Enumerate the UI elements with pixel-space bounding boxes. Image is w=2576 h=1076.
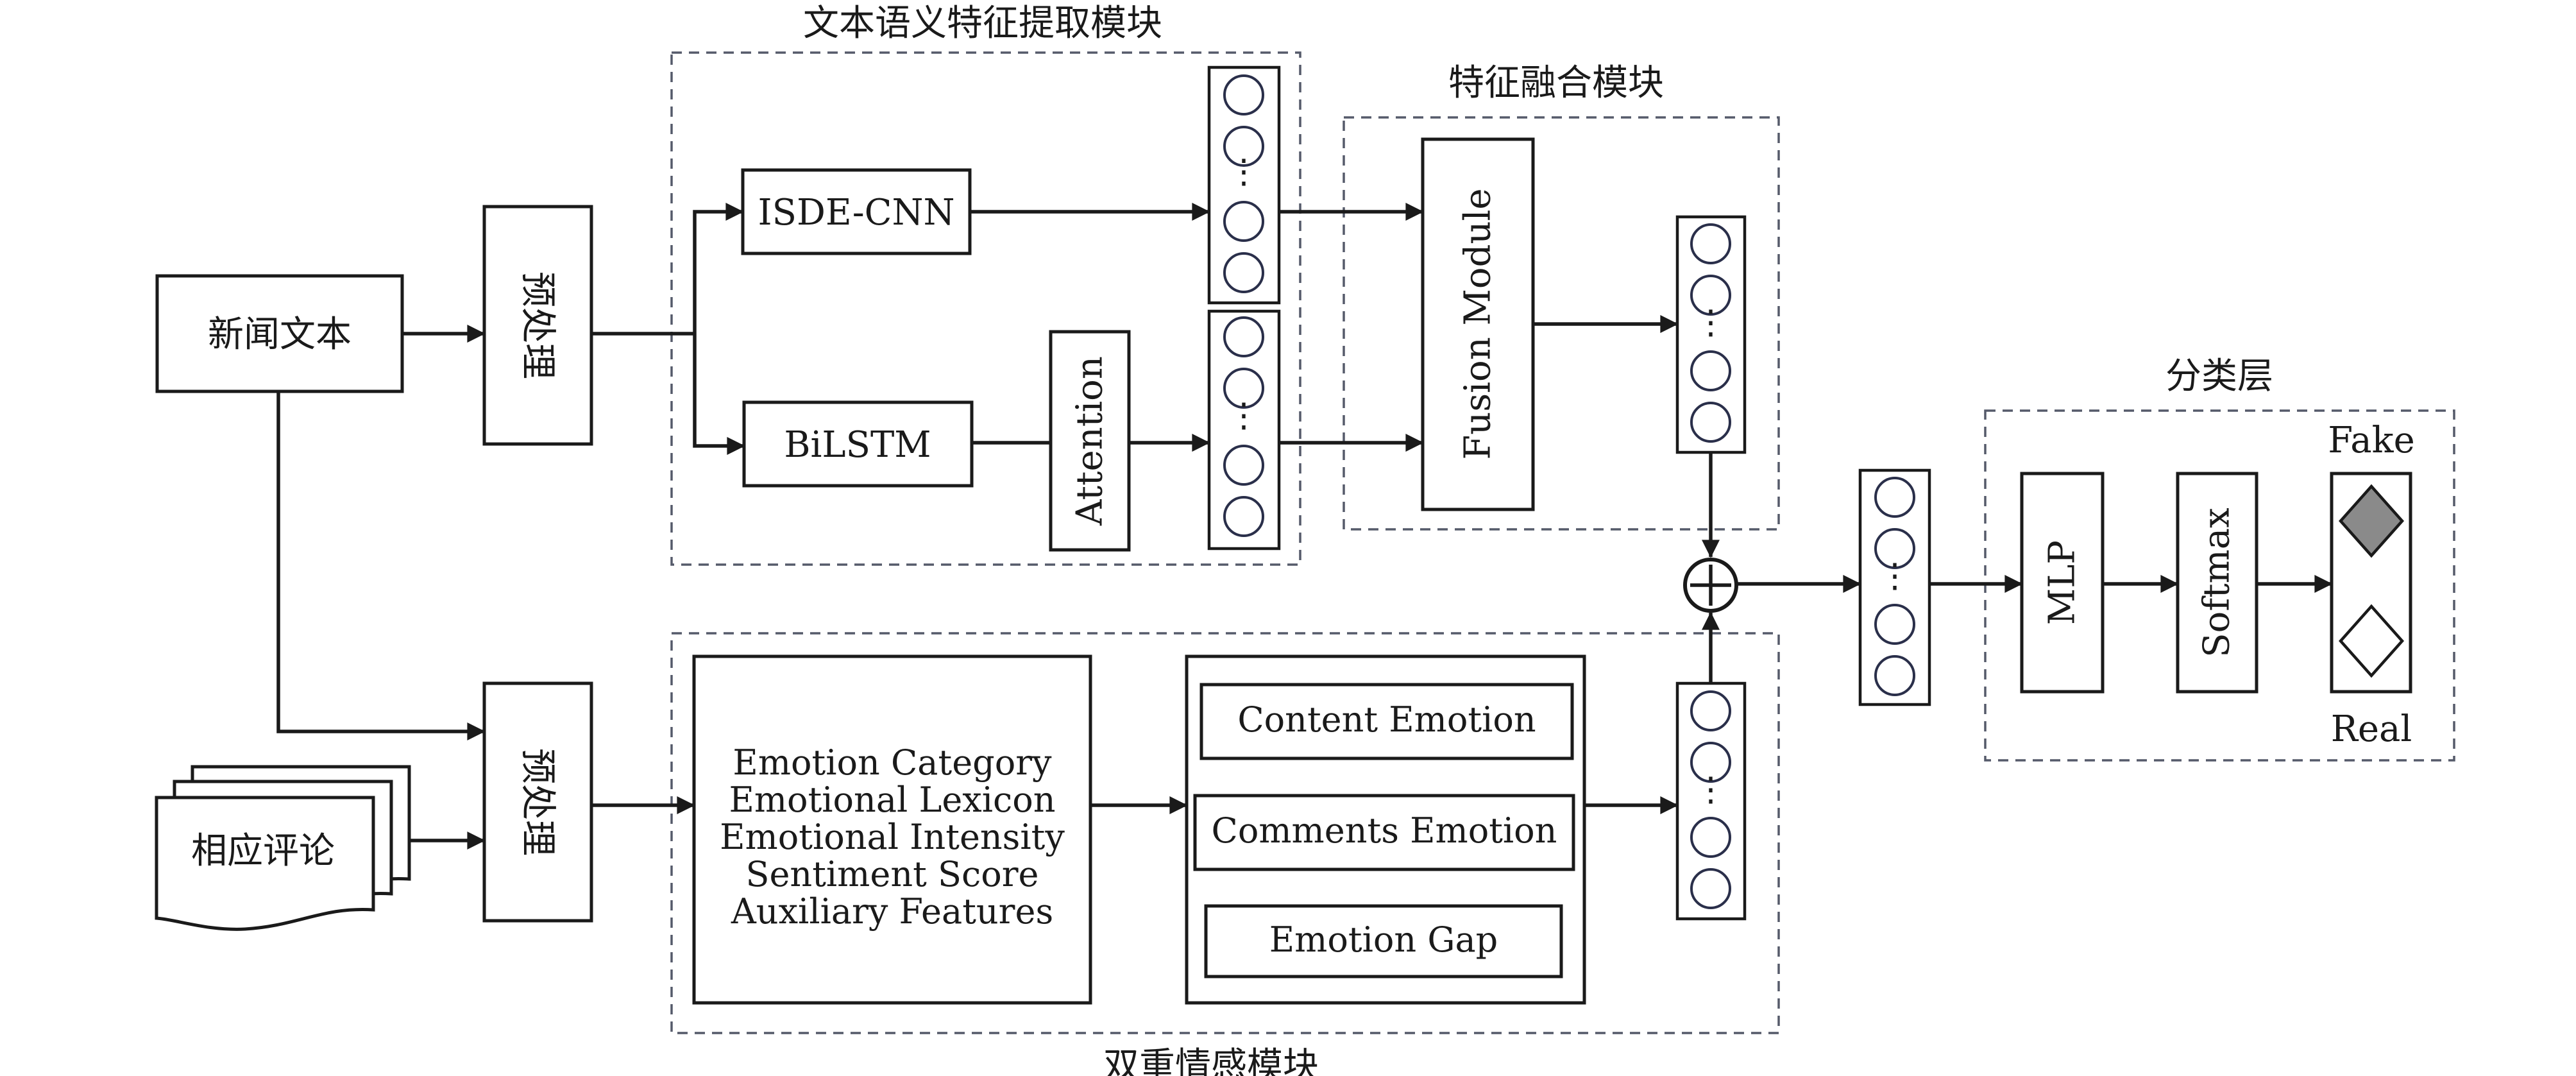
vector-node (1874, 655, 1915, 696)
vector-node (1690, 868, 1731, 909)
feature-vector-emotion: ⋮ (1675, 681, 1747, 921)
dual-emotion-module-border (670, 632, 1780, 1034)
emotion-feature-item: Auxiliary Features (731, 891, 1053, 932)
content-emotion-box (1199, 683, 1574, 760)
mlp-box (2020, 472, 2105, 694)
vector-node (1223, 496, 1264, 537)
comments-emotion-box (1193, 794, 1575, 871)
comments-emotion-label: Comments Emotion (1212, 810, 1557, 851)
real-diamond-icon (2338, 604, 2405, 678)
vector-node (1223, 368, 1264, 409)
text-semantic-module-title: 文本语义特征提取模块 (803, 3, 1162, 44)
bilstm-box (742, 400, 974, 488)
fusion-module-label: Fusion Module (1457, 188, 1499, 459)
feature-vector-fusion: ⋮ (1675, 215, 1747, 454)
vector-node (1874, 528, 1915, 569)
classification-module-title: 分类层 (2165, 355, 2273, 397)
emotion-gap-box (1204, 904, 1563, 978)
attention-label: Attention (1069, 356, 1111, 526)
emotion-features-list: Emotion Category Emotional Lexicon Emoti… (720, 742, 1065, 932)
emotion-feature-item: Emotion Category (733, 742, 1052, 783)
preprocess-top-label: 预处理 (517, 271, 559, 379)
isde-cnn-label: ISDE-CNN (758, 192, 954, 234)
fusion-module-box (1421, 137, 1535, 511)
vector-node (1223, 252, 1264, 293)
vector-node (1223, 74, 1264, 115)
vector-node (1690, 742, 1731, 783)
isde-cnn-box (741, 168, 972, 255)
comments-doc-front (155, 796, 375, 931)
softmax-box (2176, 472, 2258, 694)
text-semantic-module-border (670, 51, 1301, 566)
fake-diamond-icon (2338, 484, 2405, 558)
emotion-feature-item: Sentiment Score (745, 854, 1038, 894)
fake-label: Fake (2328, 420, 2415, 461)
edge-branch-to-isde (693, 203, 744, 334)
vector-node (1690, 402, 1731, 443)
vector-ellipsis: ⋮ (1227, 397, 1260, 435)
preprocess-top-box (482, 205, 593, 446)
vector-ellipsis: ⋮ (1694, 303, 1727, 342)
vector-ellipsis: ⋮ (1227, 153, 1260, 191)
vector-node (1223, 126, 1264, 167)
news-text-label: 新闻文本 (208, 314, 352, 355)
fusion-module-border (1343, 116, 1780, 531)
feature-vector-combined: ⋮ (1858, 468, 1931, 706)
vector-node (1223, 316, 1264, 357)
vector-ellipsis: ⋮ (1878, 557, 1911, 595)
comments-label: 相应评论 (191, 830, 335, 872)
vector-node (1690, 350, 1731, 391)
emotion-feature-item: Emotional Lexicon (729, 780, 1055, 820)
vector-node (1690, 690, 1731, 731)
emotion-feature-item: Emotional Intensity (720, 817, 1065, 857)
emotion-features-box (692, 654, 1092, 1005)
mlp-label: MLP (2042, 540, 2083, 625)
concat-plus-operator (1683, 558, 1738, 613)
dual-emotion-module-title: 双重情感模块 (1103, 1045, 1319, 1076)
emotion-gap-label: Emotion Gap (1269, 919, 1498, 960)
vector-node (1690, 817, 1731, 858)
real-label: Real (2331, 708, 2412, 750)
vector-node (1690, 223, 1731, 264)
vector-node (1690, 275, 1731, 316)
vector-node (1223, 201, 1264, 242)
edge-branch-to-bilstm (693, 334, 745, 455)
bilstm-label: BiLSTM (784, 424, 931, 466)
vector-node (1874, 604, 1915, 645)
fusion-module-title: 特征融合模块 (1448, 62, 1664, 104)
vector-ellipsis: ⋮ (1694, 771, 1727, 809)
vector-node (1223, 445, 1264, 486)
feature-vector-isde: ⋮ (1207, 65, 1281, 305)
comments-document-stack (155, 765, 411, 931)
preprocess-bottom-box (482, 681, 593, 923)
vector-node (1874, 477, 1915, 518)
edge-news-to-bottom-preprocess (276, 391, 486, 740)
preprocess-bottom-label: 预处理 (517, 748, 559, 856)
feature-vector-attention: ⋮ (1207, 309, 1281, 551)
content-emotion-label: Content Emotion (1237, 699, 1536, 740)
attention-box (1049, 330, 1131, 552)
connections (276, 203, 2333, 850)
news-text-box (155, 274, 404, 393)
softmax-label: Softmax (2196, 508, 2238, 657)
